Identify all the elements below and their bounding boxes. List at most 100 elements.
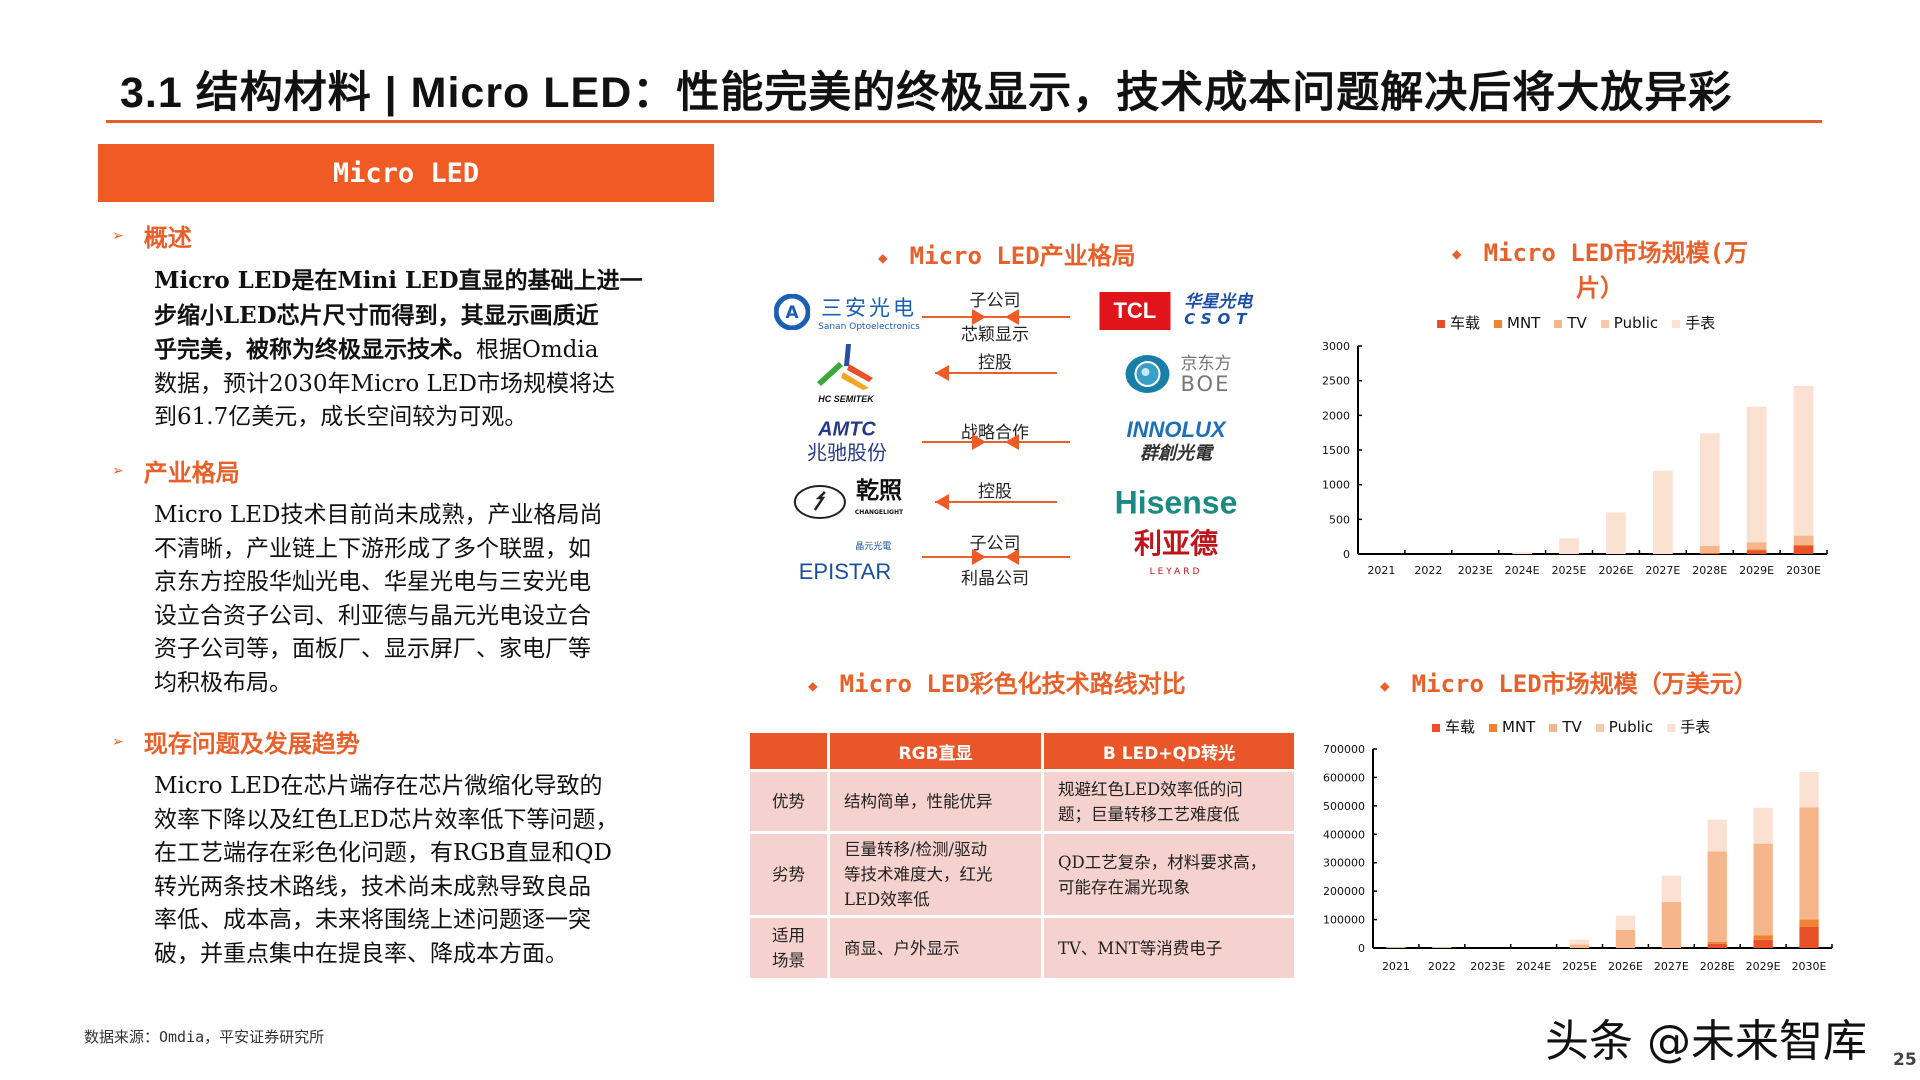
bar-segment-车载 <box>1746 550 1767 554</box>
x-tick-label: 2029E <box>1746 960 1781 973</box>
bar-segment-TV <box>1615 929 1636 948</box>
y-tick-label: 1000 <box>1322 479 1350 492</box>
x-tick-label: 2023E <box>1458 564 1493 577</box>
text-line: 到61.7亿美元，成长空间较为可观。 <box>154 404 528 430</box>
bar-segment-手表 <box>1512 552 1532 554</box>
arrow-left-icon <box>935 365 949 381</box>
text-line: 乎完美，被称为终极显示技术。 <box>154 336 476 363</box>
text-line: 设立合资子公司、利亚德与晶元光电设立合 <box>154 602 591 629</box>
relation-label: 控股 <box>978 353 1012 373</box>
logo-text: 华星光电 <box>1184 292 1253 312</box>
legend-label: MNT <box>1507 313 1541 332</box>
bar-segment-TV <box>1386 947 1406 948</box>
bar-segment-TV <box>1753 843 1773 936</box>
text-line: 转光两条技术路线，技术尚未成熟导致良品 <box>154 873 591 900</box>
logo-text: INNOLUX <box>1126 417 1226 442</box>
text-line: 京东方控股华灿光电、华星光电与三安光电 <box>154 569 591 595</box>
bar-segment-MNT <box>1746 549 1767 551</box>
text-line: 根据Omdia <box>476 337 599 363</box>
legend-item: TV <box>1549 718 1582 736</box>
chart-title-line: Micro LED市场规模（万美元） <box>1411 670 1758 698</box>
bar-segment-TV <box>1746 542 1767 550</box>
watermark: 头条 @未来智库 <box>1545 1016 1867 1067</box>
text-line: 效率下降以及红色LED芯片效率低下等问题， <box>154 806 619 833</box>
legend-swatch <box>1600 319 1609 328</box>
svg-text:A: A <box>786 303 800 323</box>
diamond-icon: ◆ <box>808 675 818 695</box>
cell-line: 商显、户外显示 <box>844 938 960 958</box>
logo-text: EPISTAR <box>798 559 892 584</box>
table-header <box>750 733 827 769</box>
legend-swatch <box>1437 320 1445 328</box>
section-banner: Micro LED <box>98 144 714 202</box>
cell-line: TV、MNT等消费电子 <box>1058 938 1223 958</box>
chart2-market-value: 0100000200000300000400000500000600000700… <box>1323 743 1833 973</box>
table-header-row: RGB直显 B LED+QD转光 <box>750 733 1294 769</box>
heading-text: 产业格局 <box>143 459 240 487</box>
chevron-right-icon: ➢ <box>112 227 124 244</box>
logo-text: HC SEMITEK <box>818 394 874 404</box>
bar-segment-MNT <box>1699 552 1720 554</box>
table-row: 优势 结构简单，性能优异 规避红色LED效率低的问题；巨量转移工艺难度低 <box>750 772 1294 831</box>
table-header: RGB直显 <box>830 733 1041 769</box>
industry-title: ◆Micro LED产业格局 <box>878 236 1136 271</box>
x-tick-label: 2023E <box>1470 960 1505 973</box>
legend-swatch <box>1432 724 1440 732</box>
changelight-logo-icon <box>793 485 846 519</box>
cell-line: 巨量转移/检测/驱动 <box>844 840 988 859</box>
legend-item: 手表 <box>1667 716 1710 737</box>
y-tick-label: 2000 <box>1322 409 1350 422</box>
legend-swatch <box>1672 320 1681 328</box>
logo-text: 兆驰股份 <box>807 440 887 465</box>
bar-segment-TV <box>1793 535 1814 545</box>
cell-line: 题；巨量转移工艺难度低 <box>1058 804 1240 824</box>
hc-semitek-logo-icon <box>817 344 873 390</box>
legend-label: 车载 <box>1445 718 1476 736</box>
sanan-logo-icon: A <box>774 294 811 330</box>
bar-segment-手表 <box>1753 807 1773 844</box>
bar-segment-TV <box>1707 851 1727 943</box>
cell-line: 规避红色LED效率低的问 <box>1058 779 1243 799</box>
text-line: Micro LED在芯片端存在芯片微缩化导致的 <box>154 773 603 799</box>
text-line: 在工艺端存在彩色化问题，有RGB直显和QD <box>154 840 612 866</box>
page-title: 3.1 结构材料 | Micro LED：性能完美的终极显示，技术成本问题解决后… <box>120 69 1733 117</box>
logo-text: CHANGELIGHT <box>854 509 904 516</box>
arrow-right-icon <box>972 549 986 565</box>
y-tick-label: 0 <box>1358 942 1365 955</box>
diamond-icon: ◆ <box>1380 675 1390 695</box>
relation-label: 控股 <box>978 482 1012 502</box>
bar-segment-手表 <box>1559 538 1579 554</box>
x-tick-label: 2022 <box>1414 564 1442 577</box>
bar-segment-手表 <box>1661 875 1681 902</box>
chart2-title: ◆ Micro LED市场规模（万美元） <box>1380 664 1758 699</box>
bar-segment-MNT <box>1707 942 1727 944</box>
y-tick-label: 500000 <box>1323 800 1365 813</box>
arrow-left-icon <box>1005 309 1019 325</box>
arrow-left-icon <box>935 494 949 510</box>
issues-paragraph: Micro LED在芯片端存在芯片微缩化导致的 效率下降以及红色LED芯片效率低… <box>154 770 619 971</box>
x-tick-label: 2030E <box>1786 564 1821 577</box>
row-label: 劣势 <box>750 834 827 915</box>
legend-swatch <box>1554 319 1563 328</box>
bar-segment-TV <box>1661 901 1681 948</box>
y-tick-label: 700000 <box>1323 743 1365 756</box>
cell-line: QD工艺复杂，材料要求高， <box>1058 852 1267 872</box>
logo-text: 利亚德 <box>1133 527 1219 560</box>
y-tick-label: 500 <box>1329 513 1350 526</box>
logo-amtc: AMTC 兆驰股份 <box>807 419 887 464</box>
x-tick-label: 2028E <box>1700 960 1735 973</box>
legend-label: 手表 <box>1680 718 1711 736</box>
y-tick-label: 300000 <box>1323 857 1365 870</box>
bar-segment-手表 <box>1746 406 1767 543</box>
logo-text: Hisense <box>1114 484 1238 521</box>
bar-segment-车载 <box>1793 546 1814 554</box>
text-line: Micro LED是在Mini LED直显的基础上进一 <box>154 267 643 294</box>
comparison-title-text: Micro LED彩色化技术路线对比 <box>839 670 1186 698</box>
cell-line: 适用 <box>772 926 805 945</box>
table-cell: 规避红色LED效率低的问题；巨量转移工艺难度低 <box>1044 772 1294 831</box>
bar-segment-手表 <box>1569 939 1590 945</box>
y-tick-label: 2500 <box>1322 375 1350 388</box>
logo-hc-semitek: HC SEMITEK <box>813 342 879 404</box>
